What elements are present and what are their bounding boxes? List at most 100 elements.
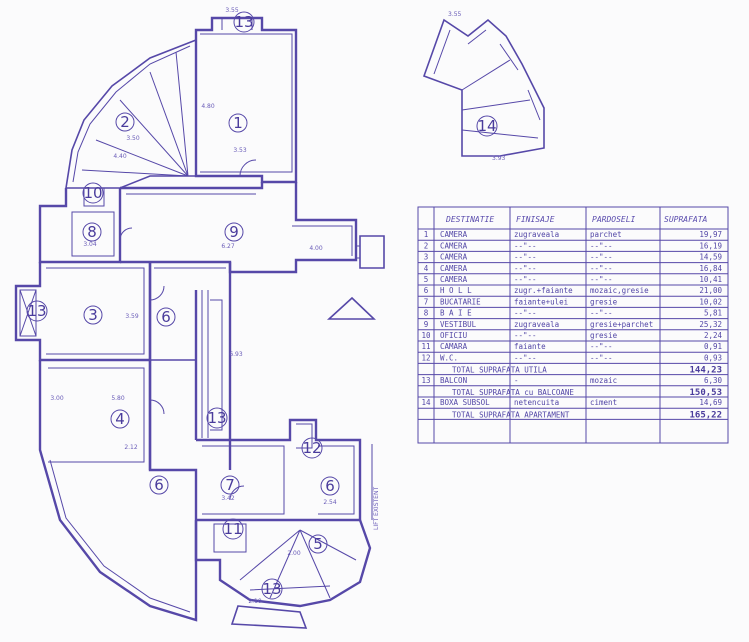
table-cell-pard: --"-- [590,353,613,362]
table-cell-sup: 16,19 [699,241,722,250]
room-number-13: 13 [206,407,228,429]
room-number-13: 13 [261,578,283,600]
dimension-label: 3.04 [83,241,97,248]
table-cell-sup: 19,97 [699,230,722,239]
table-row: 11 CAMARA faiante --"-- 0,91 [421,342,722,351]
table-cell-fin: zugr.+faiante [514,286,573,295]
room-number-6: 6 [149,475,169,495]
dimension-label: 2.00 [287,550,301,557]
table-cell-dest: CAMERA [440,230,468,239]
table-cell-sup: 21,00 [699,286,722,295]
dimension-label: 3.59 [125,313,139,320]
table-cell-sup: 10,41 [699,275,722,284]
table-cell-fin: --"-- [514,264,537,273]
room-number-text: 13 [27,302,46,320]
dimension-label: 3.42 [221,495,235,502]
table-cell-nr: 14 [421,398,431,407]
table-cell-nr: 9 [424,320,429,329]
north-arrow-icon [326,296,376,320]
table-cell-fin: --"-- [514,241,537,250]
table-cell-dest: CAMERA [440,253,468,262]
dimension-label: 2.10 [248,598,262,605]
table-cell-pard: parchet [590,230,622,239]
room-number-text: 13 [262,580,281,598]
table-header: SUPRAFATA [664,215,708,224]
table-cell-dest: CAMERA [440,241,468,250]
room-number-13: 13 [233,11,255,33]
table-header: DESTINATIE [445,215,494,224]
table-cell-dest: CAMERA [440,264,468,273]
table-row: 2 CAMERA --"-- --"-- 16,19 [424,241,722,250]
table-cell-sup: 6,30 [704,376,723,385]
wing-dim-bottom: 3.93 [492,155,506,162]
room-number-text: 5 [313,535,323,553]
table-cell-fin: --"-- [514,331,537,340]
room-number-text: 9 [229,223,239,241]
table-cell-nr: 12 [421,353,430,362]
room-number-13: 13 [26,300,48,322]
table-cell-pard: --"-- [590,275,613,284]
table-cell-sup: 0,93 [704,353,722,362]
total-value: 165,22 [689,410,722,420]
dimension-label: 4.80 [201,103,215,110]
table-cell-fin: faiante [514,342,546,351]
table-header: FINISAJE [516,215,555,224]
table-cell-pard: --"-- [590,342,613,351]
table-cell-sup: 25,32 [699,320,722,329]
wing-dim-top: 3.55 [448,11,462,18]
table-cell-nr: 2 [424,241,429,250]
room-number-text: 1 [233,114,243,132]
room-number-text: 13 [207,409,226,427]
dimension-label: 3.53 [233,147,247,154]
room-number-7: 7 [220,475,240,495]
table-cell-dest: BUCATARIE [440,297,481,306]
room-number-text: 13 [234,13,253,31]
dimension-label: 4.40 [113,153,127,160]
table-total-row: TOTAL SUPRAFATA APARTAMENT 165,22 [452,410,722,420]
dimension-label: 4.00 [309,245,323,252]
dimension-label: 3.55 [225,7,239,14]
total-label: TOTAL SUPRAFATA cu BALCOANE [452,388,574,397]
room-number-10: 10 [82,182,104,204]
table-cell-sup: 14,69 [699,398,722,407]
dimension-label: 2.12 [124,444,138,451]
table-cell-nr: 13 [421,376,430,385]
room-number-5: 5 [308,534,328,554]
table-cell-sup: 2,24 [704,331,723,340]
table-cell-pard: --"-- [590,241,613,250]
table-cell-nr: 11 [421,342,430,351]
table-cell-fin: zugraveala [514,230,559,239]
table-cell-pard: --"-- [590,264,613,273]
table-cell-nr: 3 [424,253,429,262]
table-cell-fin: zugraveala [514,320,559,329]
table-cell-dest: CAMARA [440,342,468,351]
total-label: TOTAL SUPRAFATA APARTAMENT [452,410,570,419]
table-cell-pard: ciment [590,398,617,407]
table-cell-sup: 0,91 [704,342,722,351]
table-cell-nr: 4 [424,264,429,273]
table-cell-dest: VESTIBUL [440,320,477,329]
room-number-text: 8 [87,223,97,241]
table-cell-fin: faiante+ulei [514,297,568,306]
room-number-text: 2 [120,113,130,131]
table-cell-fin: --"-- [514,253,537,262]
dimension-label: 6.93 [229,351,243,358]
room-number-9: 9 [224,222,244,242]
table-cell-dest: BOXA SUBSOL [440,398,490,407]
table-cell-fin: netencuita [514,398,559,407]
dimension-label: 3.50 [126,135,140,142]
table-cell-nr: 7 [424,297,429,306]
lift-note: LIFT EXISTENT [373,487,380,530]
